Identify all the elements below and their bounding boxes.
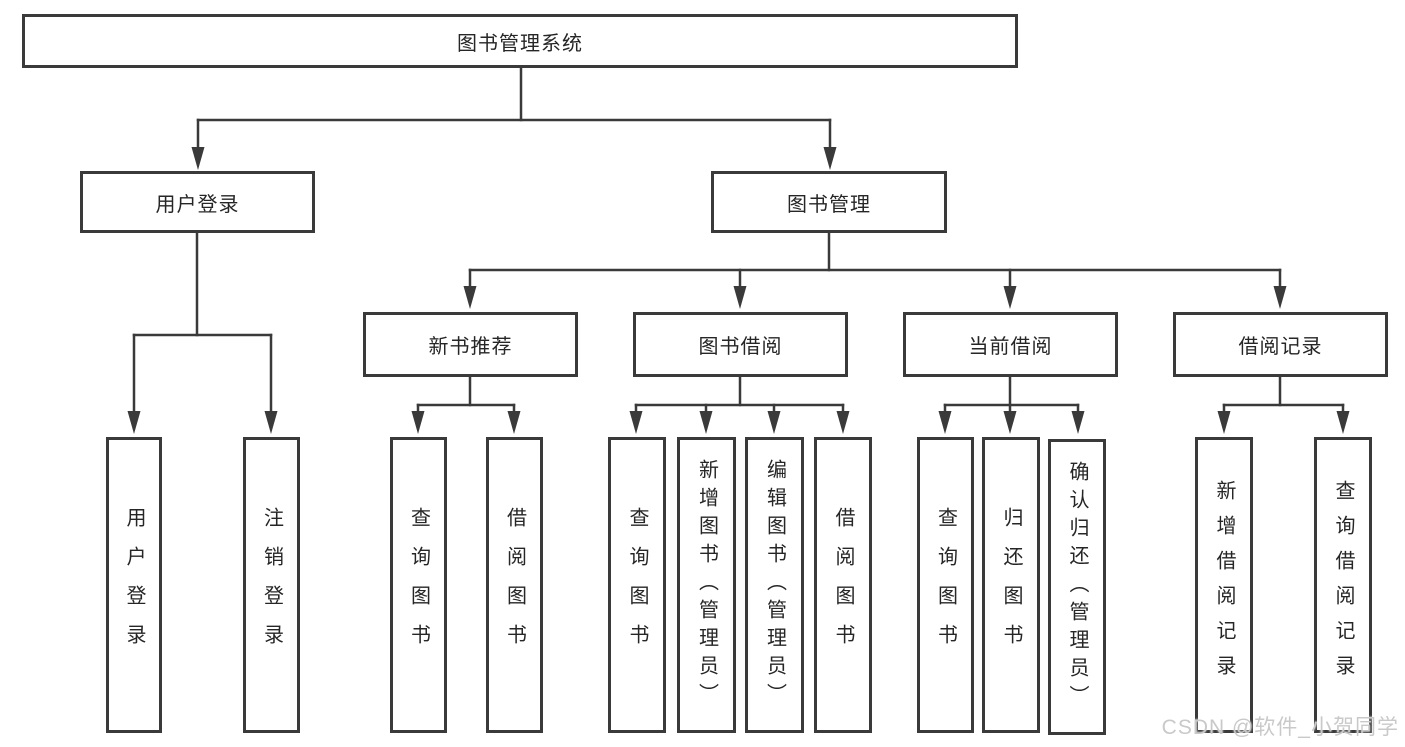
leaf-query-books-1: 查询图书 — [390, 437, 447, 733]
node-borrow-records-label: 借阅记录 — [1238, 336, 1323, 358]
node-borrow-records: 借阅记录 — [1173, 312, 1388, 377]
leaf-add-book-admin-label: 新增图书（管理员） — [695, 459, 718, 711]
arrow-head-icon — [1003, 286, 1017, 309]
arrow-head-icon — [1003, 411, 1017, 434]
leaf-return-book: 归还图书 — [982, 437, 1040, 733]
leaf-edit-book-admin: 编辑图书（管理员） — [745, 437, 804, 733]
arrow-head-icon — [1336, 411, 1350, 434]
node-new-book-recommend-label: 新书推荐 — [428, 336, 513, 358]
arrow-head-icon — [463, 286, 477, 309]
leaf-borrow-books-1-label: 借阅图书 — [503, 507, 526, 663]
leaf-borrow-books-1: 借阅图书 — [486, 437, 543, 733]
node-root-label: 图书管理系统 — [457, 32, 583, 55]
arrow-head-icon — [823, 147, 837, 170]
leaf-add-borrow-record: 新增借阅记录 — [1195, 437, 1253, 733]
arrow-head-icon — [411, 411, 425, 434]
node-book-management-label: 图书管理 — [787, 193, 871, 216]
leaf-logout-label: 注销登录 — [260, 507, 283, 663]
arrow-head-icon — [767, 411, 781, 434]
leaf-user-login-label: 用户登录 — [123, 507, 145, 663]
node-book-borrow: 图书借阅 — [633, 312, 848, 377]
csdn-watermark: CSDN @软件_小贺同学 — [1161, 716, 1399, 739]
node-user-login-label: 用户登录 — [155, 193, 240, 216]
arrow-head-icon — [1273, 286, 1287, 309]
node-user-login: 用户登录 — [80, 171, 315, 233]
node-current-borrow-label: 当前借阅 — [968, 336, 1053, 358]
leaf-add-borrow-record-label: 新增借阅记录 — [1213, 480, 1235, 690]
leaf-query-books-3-label: 查询图书 — [934, 507, 957, 663]
arrow-head-icon — [1071, 411, 1085, 434]
node-new-book-recommend: 新书推荐 — [363, 312, 578, 377]
leaf-confirm-return-admin-label: 确认归还（管理员） — [1066, 461, 1088, 713]
arrow-head-icon — [629, 411, 643, 434]
leaf-query-books-1-label: 查询图书 — [407, 507, 430, 663]
leaf-user-login: 用户登录 — [106, 437, 162, 733]
leaf-edit-book-admin-label: 编辑图书（管理员） — [763, 459, 786, 711]
leaf-borrow-books-2: 借阅图书 — [814, 437, 872, 733]
leaf-query-books-2-label: 查询图书 — [626, 507, 648, 663]
arrow-head-icon — [264, 411, 278, 434]
leaf-query-books-3: 查询图书 — [917, 437, 974, 733]
arrow-head-icon — [191, 147, 205, 170]
arrow-head-icon — [699, 411, 713, 434]
leaf-confirm-return-admin: 确认归还（管理员） — [1048, 439, 1106, 735]
node-root: 图书管理系统 — [22, 14, 1018, 68]
leaf-query-borrow-record: 查询借阅记录 — [1314, 437, 1372, 733]
arrow-head-icon — [733, 286, 747, 309]
arrow-head-icon — [938, 411, 952, 434]
leaf-query-borrow-record-label: 查询借阅记录 — [1332, 480, 1354, 690]
node-book-management: 图书管理 — [711, 171, 947, 233]
node-book-borrow-label: 图书借阅 — [698, 336, 783, 358]
arrow-head-icon — [507, 411, 521, 434]
arrow-head-icon — [836, 411, 850, 434]
arrow-head-icon — [127, 411, 141, 434]
leaf-logout: 注销登录 — [243, 437, 300, 733]
node-current-borrow: 当前借阅 — [903, 312, 1118, 377]
leaf-return-book-label: 归还图书 — [1000, 507, 1022, 663]
leaf-borrow-books-2-label: 借阅图书 — [832, 507, 854, 663]
arrow-head-icon — [1217, 411, 1231, 434]
leaf-add-book-admin: 新增图书（管理员） — [677, 437, 736, 733]
leaf-query-books-2: 查询图书 — [608, 437, 666, 733]
